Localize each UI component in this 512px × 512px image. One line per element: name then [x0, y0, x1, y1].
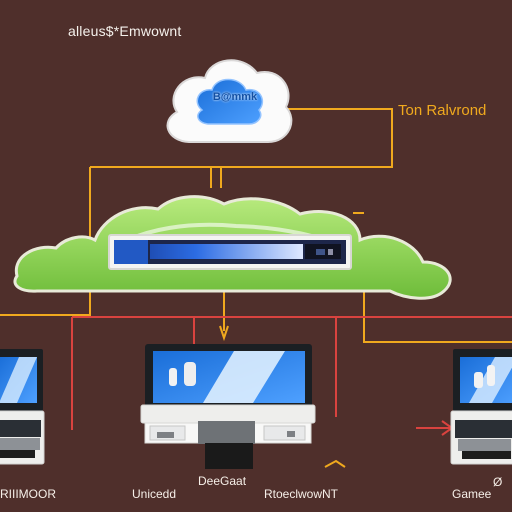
workstation-right: [450, 349, 512, 465]
label-bottom-right-top: Ø: [493, 475, 503, 489]
label-bottom-left: RIIIMOOR: [0, 487, 56, 501]
label-bottom-right: Gamee: [452, 487, 492, 501]
diagram-title: alleus$*Emwownt: [68, 23, 182, 39]
server-unit-icon: [108, 234, 352, 270]
red-connectors: [71, 316, 512, 430]
top-right-label: Ton Ralvrond: [398, 102, 487, 119]
cloud-service-icon: [196, 78, 264, 125]
top-cloud-label: B@mmk: [212, 91, 258, 103]
label-bottom-center: DeeGaat: [198, 474, 247, 488]
top-right-connector: [221, 108, 393, 168]
center-down-arrow: [219, 325, 229, 342]
top-cloud-service: [166, 59, 293, 143]
workstation-center: [140, 344, 316, 469]
top-left-connector: [90, 166, 222, 188]
label-bottom-center-left: Unicedd: [132, 487, 177, 501]
left-side-connector: [0, 167, 91, 316]
bottom-arrow: [324, 459, 346, 468]
label-bottom-center-right: RtoeclwowNT: [264, 487, 339, 501]
workstation-left: [0, 349, 45, 465]
